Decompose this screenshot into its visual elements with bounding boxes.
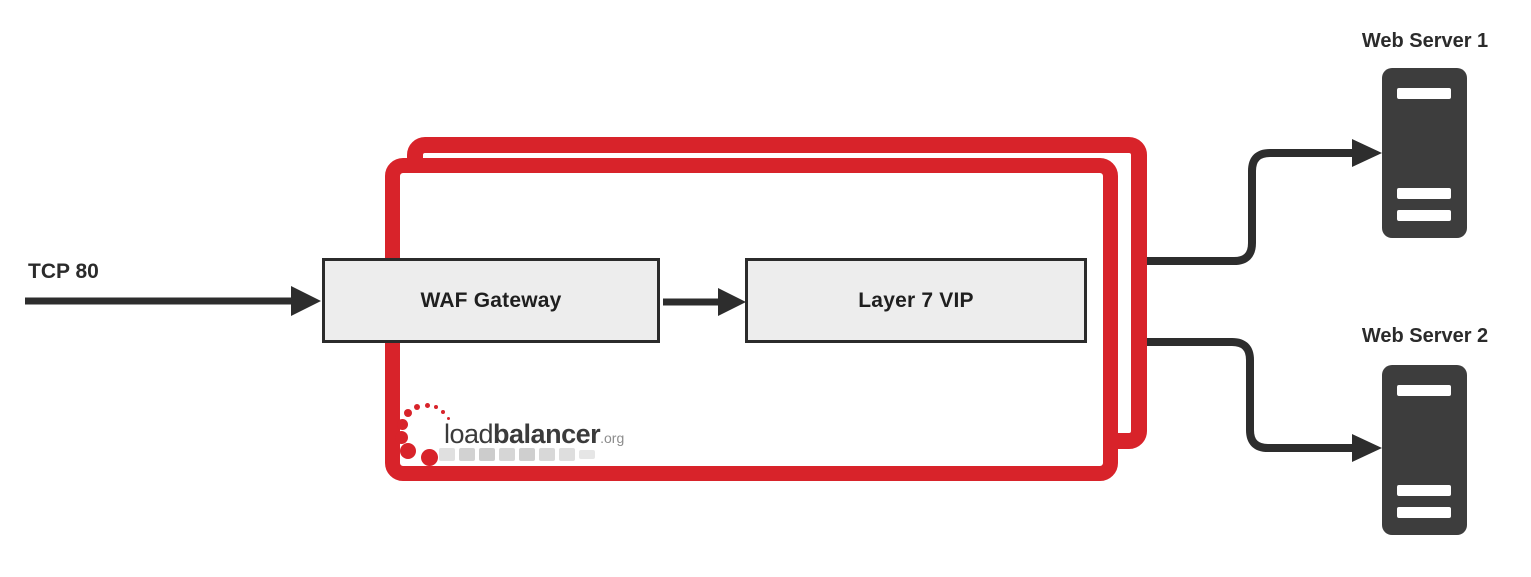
server1-tower-icon [1382,68,1467,238]
equalizer-block [579,450,595,459]
server-slot [1397,188,1451,199]
server-slot [1397,485,1451,496]
connector-to-server2-head-icon [1352,434,1382,462]
server1-label: Web Server 1 [1361,30,1489,52]
logo-dot [395,431,408,444]
waf-gateway-box: WAF Gateway [322,258,660,343]
equalizer-block [499,448,515,461]
layer7-vip-label: Layer 7 VIP [858,288,974,312]
inbound-arrow-head-icon [291,286,321,316]
logo-dot [404,409,412,417]
equalizer-block [519,448,535,461]
waf-to-vip-arrow-head-icon [718,288,746,316]
logo-equalizer-icon [439,448,595,461]
logo-dot [447,417,450,420]
logo-dot [441,410,445,414]
logo-dot [425,403,430,408]
logo-dot [397,419,408,430]
server-slot [1397,507,1451,518]
connector-to-server1-head-icon [1352,139,1382,167]
logo-dot [414,404,420,410]
connector-to-server1-line [1147,149,1353,265]
server-slot [1397,210,1451,221]
equalizer-block [459,448,475,461]
logo-dot [434,405,438,409]
server2-label: Web Server 2 [1361,325,1489,347]
equalizer-block [539,448,555,461]
logo-wordmark: loadbalancer.org [444,420,624,452]
server-slot [1397,88,1451,99]
loadbalancer-logo: loadbalancer.org [395,400,624,472]
equalizer-block [479,448,495,461]
input-port-label: TCP 80 [28,260,99,283]
logo-word-load: load [444,419,494,449]
logo-dot [400,443,416,459]
server-slot [1397,385,1451,396]
logo-word-balancer: balancer [493,419,601,449]
logo-suffix-org: .org [600,430,625,446]
waf-gateway-label: WAF Gateway [420,288,562,312]
equalizer-block [559,448,575,461]
connector-to-server2-line [1147,338,1353,452]
logo-dot [421,449,438,466]
equalizer-block [439,448,455,461]
server2-tower-icon [1382,365,1467,535]
layer7-vip-box: Layer 7 VIP [745,258,1087,343]
